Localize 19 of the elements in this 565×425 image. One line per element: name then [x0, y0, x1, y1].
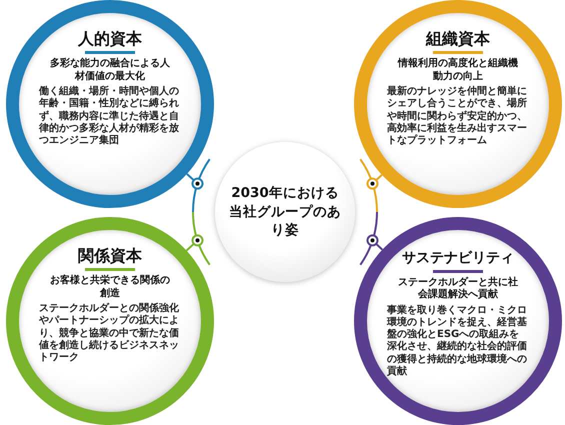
circle-subtitle: 情報利用の高度化と組織機動力の向上: [396, 58, 519, 84]
circle-title: 人的資本: [78, 29, 142, 48]
circle-title: サステナビリティ: [402, 250, 514, 267]
circle-subtitle: お客様と共栄できる関係の創造: [49, 275, 171, 300]
circle-subtitle: ステークホルダーと共に社会課題解決へ貢献: [397, 276, 519, 302]
circle-description: 最新のナレッジを仲間と簡単にシェアし合うことができ、場所や時間に関わらず安定的かつ、高効率に利益を生み出すスマートなプラットフォーム: [387, 86, 528, 148]
circle-title: 組織資本: [426, 29, 490, 48]
arc-line: [192, 158, 210, 266]
circle-description: 事業を取り巻くマクロ・ミクロ環境のトレンドを捉え、経営基盤の強化とESGへの取組みを深化させ、継続的な社会的評価の獲得と持続的な地球環境への貢献: [387, 304, 528, 378]
circle-title: 関係資本: [78, 246, 142, 266]
connector-line: [366, 234, 383, 250]
circle-description: ステークホルダーとの関係強化やパートナーシップの拡大により、競争と協業の中で新たな価値を創造し続けるビジネスネットワーク: [39, 303, 180, 364]
arc-line: [360, 158, 378, 266]
circle-subtitle: 多彩な能力の融合による人材価値の最大化: [49, 58, 171, 84]
connector-line: [186, 234, 204, 252]
connector-line: [366, 174, 383, 190]
circle-description: 働く組織・場所・時間や個人の年齢・国籍・性別などに縛られず、職務内容に準じた待遇と自律的かつ多彩な人材が精彩を放つエンジニア集団: [39, 86, 180, 148]
connector-line: [186, 173, 204, 190]
center-text: 2030年における当社グループのあり姿: [229, 184, 341, 240]
